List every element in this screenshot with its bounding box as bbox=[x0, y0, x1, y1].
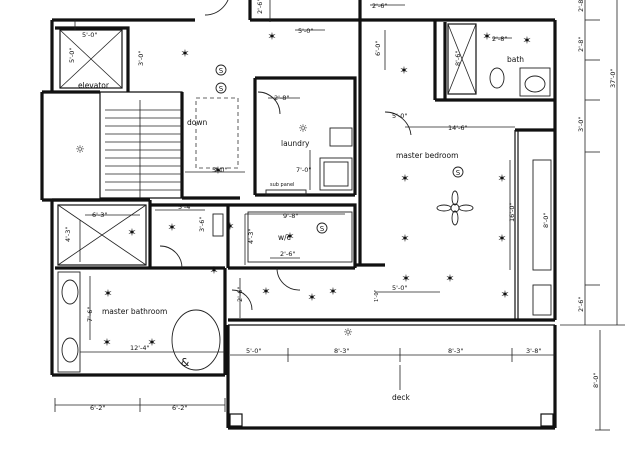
dim-hall-h: 3'-6" bbox=[198, 217, 206, 232]
smoke-detectors: S S S S bbox=[215, 64, 464, 234]
recessed-light-icon: ✶ bbox=[482, 30, 491, 43]
recessed-light-icon: ✶ bbox=[399, 64, 408, 77]
recessed-light-icon: ✶ bbox=[225, 220, 234, 233]
dim-bot-a: 6'-2" bbox=[90, 404, 105, 412]
recessed-light-icon: ✶ bbox=[127, 226, 136, 239]
recessed-light-icon: ✶ bbox=[400, 232, 409, 245]
recessed-light-icon: ✶ bbox=[497, 232, 506, 245]
stairs bbox=[105, 97, 245, 198]
dim-right-a: 2'-8" bbox=[577, 0, 585, 12]
recessed-light-icon: ✶ bbox=[103, 287, 112, 300]
dim-bath-w: 2'-8" bbox=[492, 35, 507, 43]
dim-shower-w: 6'-3" bbox=[92, 211, 107, 219]
label-down: down bbox=[187, 118, 207, 127]
recessed-light-icon: ✶ bbox=[500, 288, 509, 301]
recessed-light-icon: ✶ bbox=[328, 285, 337, 298]
recessed-light-icon: ✶ bbox=[400, 172, 409, 185]
recessed-light-icon: ✶ bbox=[180, 47, 189, 60]
recessed-light-icon: ✶ bbox=[267, 30, 276, 43]
dim-bath-h: 8'-6" bbox=[454, 51, 462, 66]
dim-elev-side: 3'-0" bbox=[137, 51, 145, 66]
dim-elev-w: 5'-0" bbox=[82, 31, 97, 39]
dim-deck-depth: 8'-0" bbox=[592, 373, 600, 388]
dim-elev-h: 5'-0" bbox=[68, 48, 76, 63]
recessed-light-icon: ✶ bbox=[401, 272, 410, 285]
dim-deck-d: 3'-8" bbox=[526, 347, 541, 355]
dim-top-a: 2'-6" bbox=[256, 0, 264, 14]
ceiling-fan-icon bbox=[436, 190, 474, 226]
dimension-labels: 5'-0" 5'-0" 3'-0" 2'-6" 5'-0" 2'-6" 6'-0… bbox=[64, 0, 617, 412]
label-master-bathroom: master bathroom bbox=[102, 307, 167, 316]
shower-right bbox=[447, 23, 477, 95]
deck-posts bbox=[229, 365, 554, 427]
svg-text:S: S bbox=[219, 85, 224, 93]
label-bath: bath bbox=[507, 55, 524, 64]
recessed-light-icon: ✶ bbox=[167, 221, 176, 234]
recessed-light-icon: ✶ bbox=[102, 336, 111, 349]
dim-shower-h: 4'-3" bbox=[64, 227, 72, 242]
dim-step: 1'-0" bbox=[374, 290, 380, 302]
label-sub-panel: sub panel bbox=[270, 182, 294, 188]
dim-mbath-w: 12'-4" bbox=[130, 344, 150, 352]
dim-top-c: 2'-6" bbox=[372, 2, 387, 10]
dim-right-b: 2'-8" bbox=[577, 37, 585, 52]
dim-deck-c: 8'-3" bbox=[448, 347, 463, 355]
elevator-shaft bbox=[59, 29, 123, 89]
outlet-icon: & bbox=[181, 356, 190, 369]
light-fixtures: ☼ ☼ ☼ ✶ ✶ ✶ ✶ ✶ ✶ ✶ ✶ ✶ ✶ ✶ ✶ ✶ ✶ ✶ ✶ ✶ … bbox=[75, 30, 532, 369]
recessed-light-icon: ✶ bbox=[522, 34, 531, 47]
dim-right-c: 3'-0" bbox=[577, 117, 585, 132]
dim-hall-w: 5'-4" bbox=[178, 203, 193, 211]
label-deck: deck bbox=[392, 393, 410, 402]
dim-mb-w: 14'-6" bbox=[448, 124, 468, 132]
recessed-light-icon: ✶ bbox=[445, 272, 454, 285]
dim-mb-h: 16'-0" bbox=[508, 202, 516, 222]
label-wic: w/c bbox=[278, 233, 291, 242]
recessed-light-icon: ✶ bbox=[307, 291, 316, 304]
dim-wic-door: 2'-6" bbox=[280, 250, 295, 258]
label-elevator: elevator bbox=[78, 81, 110, 90]
dim-closet: 8'-0" bbox=[542, 213, 550, 228]
dim-master-door: 5'-0" bbox=[392, 284, 407, 292]
recessed-light-icon: ✶ bbox=[209, 264, 218, 277]
dim-overall: 37'-0" bbox=[609, 68, 617, 88]
dim-closet-door: 5'-0" bbox=[392, 112, 407, 120]
label-laundry: laundry bbox=[281, 139, 310, 148]
fixtures bbox=[57, 0, 552, 373]
walls bbox=[40, 0, 557, 430]
recessed-light-icon: ✶ bbox=[147, 336, 156, 349]
room-labels: elevator down laundry master bedroom bat… bbox=[78, 55, 524, 402]
recessed-light-icon: ✶ bbox=[285, 230, 294, 243]
dim-deck-b: 8'-3" bbox=[334, 347, 349, 355]
dimension-lines bbox=[54, 0, 625, 431]
label-master-bedroom: master bedroom bbox=[396, 151, 458, 160]
dim-right-d: 2'-6" bbox=[577, 297, 585, 312]
recessed-light-icon: ✶ bbox=[261, 285, 270, 298]
dim-top-d: 6'-0" bbox=[374, 41, 382, 56]
dim-laundry-b: 5'-0" bbox=[212, 166, 227, 174]
light-icon: ☼ bbox=[298, 122, 308, 135]
dim-bot-b: 6'-2" bbox=[172, 404, 187, 412]
dim-deck-a: 5'-0" bbox=[246, 347, 261, 355]
light-icon: ☼ bbox=[343, 326, 353, 339]
dim-mbath-h: 7'-6" bbox=[86, 307, 94, 322]
recessed-light-icon: ✶ bbox=[213, 164, 222, 177]
recessed-light-icon: ✶ bbox=[497, 172, 506, 185]
dim-hall-door: 2'-6" bbox=[236, 287, 244, 302]
dim-top-b: 5'-0" bbox=[298, 27, 313, 35]
dim-wic-h: 4'-3" bbox=[247, 229, 255, 244]
light-icon: ☼ bbox=[75, 143, 85, 156]
dim-laundry-h: 7'-0" bbox=[296, 166, 311, 174]
dim-wic-w: 9'-8" bbox=[283, 212, 298, 220]
dim-laundry-w: 2'-8" bbox=[274, 94, 289, 102]
svg-text:S: S bbox=[456, 169, 461, 177]
svg-text:S: S bbox=[320, 225, 325, 233]
svg-text:S: S bbox=[219, 67, 224, 75]
